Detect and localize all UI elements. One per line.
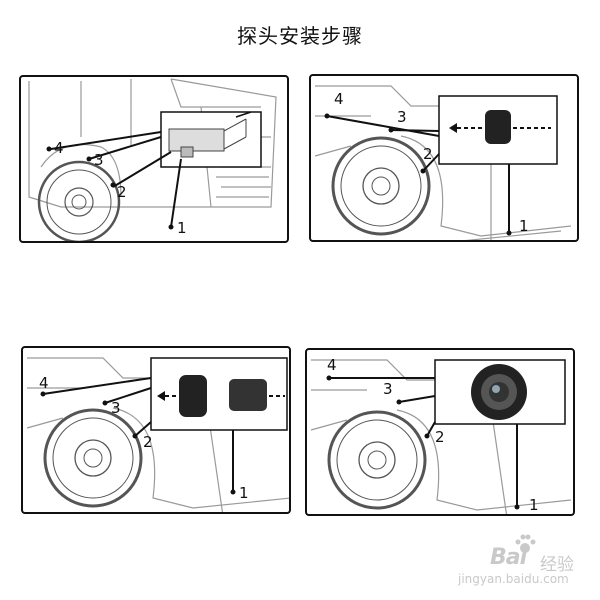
callout-4: 4 [54,139,64,157]
sensor-sleeve [229,379,267,411]
callout-1: 1 [519,217,529,235]
leader-line [235,111,252,118]
page-title: 探头安装步骤 [237,24,363,48]
sensor-probe [485,110,511,144]
callout-3: 3 [397,108,407,126]
callout-2: 2 [423,145,433,163]
callout-3: 3 [111,399,121,417]
watermark-url: jingyan.baidu.com [458,572,569,586]
truck-illustration: 1 2 3 4 [28,78,277,241]
watermark-brand: Bai [490,545,527,570]
callout-1: 1 [239,484,249,502]
callout-2: 2 [435,428,445,446]
watermark-suffix: 经验 [540,555,574,575]
insert-arrow [449,123,457,133]
callout-2: 2 [117,183,127,201]
callout-2: 2 [143,433,153,451]
callout-1: 1 [177,219,187,237]
truck-illustration: 1 2 3 4 [26,357,289,512]
sensor-probe [179,375,207,417]
baidu-paw-icon [515,534,536,553]
callout-4: 4 [39,374,49,392]
callout-1: 1 [529,496,539,514]
truck-illustration: 1 2 3 4 [314,85,571,240]
callout-4: 4 [334,90,344,108]
callout-3: 3 [94,151,104,169]
callout-3: 3 [383,380,393,398]
step-panel-3: 1 2 3 4 [21,346,291,514]
step-panel-4: 1 2 3 4 [305,348,575,516]
step-panel-1: 1 2 3 4 [19,75,289,243]
insert-arrow [157,391,165,401]
step-panel-2: 1 2 3 4 [309,74,579,242]
truck-illustration: 1 2 3 4 [310,356,571,514]
installed-sensor [471,364,527,420]
callout-4: 4 [327,356,337,374]
